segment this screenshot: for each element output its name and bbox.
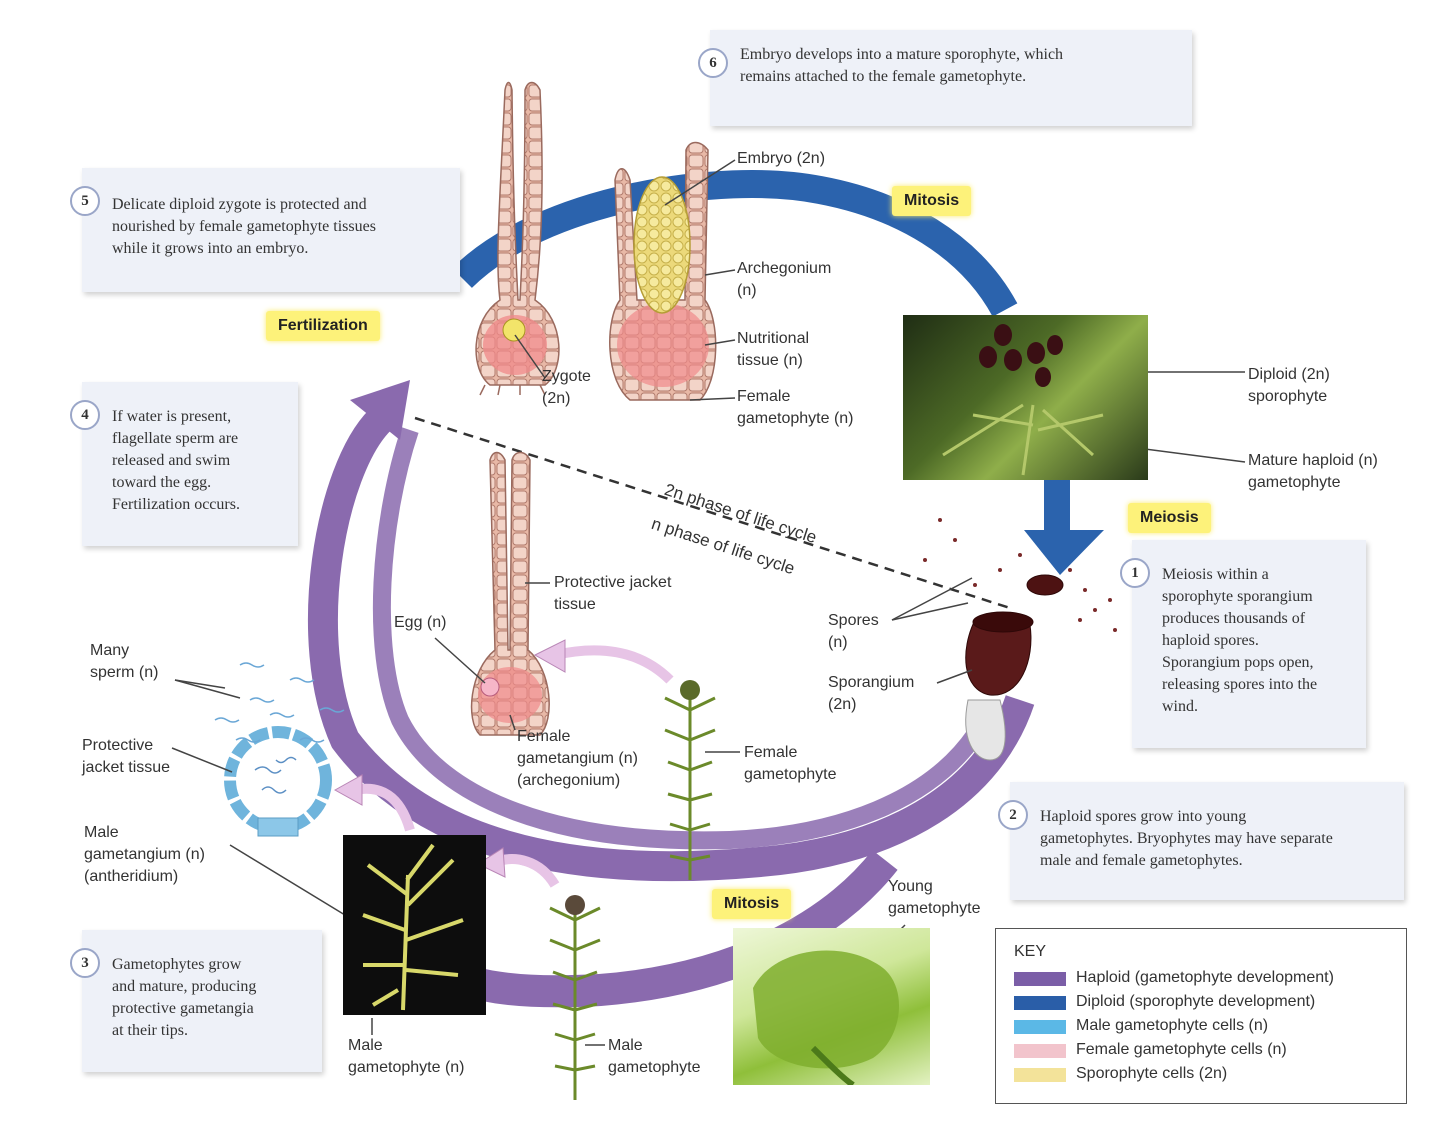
legend-title: KEY (1014, 943, 1047, 960)
spores-scatter (923, 518, 1117, 632)
protective-jacket-female-label: Protective jacket tissue (554, 574, 672, 613)
step-box-6: 6 Embryo develops into a mature sporophy… (698, 30, 1192, 126)
female-gametophyte-top-label: Female gametophyte (n) (737, 388, 854, 427)
female-gametophyte-mid-label: Female gametophyte (744, 744, 837, 783)
zygote-label: Zygote (2n) (542, 368, 591, 407)
female-gametangium-label: Female gametangium (n) (archegonium) (517, 728, 638, 789)
pink-arrow-female (553, 645, 674, 684)
many-sperm-label: Many sperm (n) (90, 642, 159, 681)
haploid-arrow-head (350, 380, 410, 440)
young-gametophyte-photo (733, 928, 930, 1085)
protective-jacket-male-label: Protective jacket tissue (82, 737, 171, 776)
step-text-3: Gametophytes grow and mature, producing … (112, 956, 257, 1039)
step-number-2: 2 (998, 800, 1028, 830)
step-number-4: 4 (70, 400, 100, 430)
archegonium-with-egg (470, 451, 550, 736)
diploid-arc (452, 169, 1018, 317)
step-box-1: 1 Meiosis within a sporophyte sporangium… (1120, 540, 1366, 748)
step-box-2: 2 Haploid spores grow into young gametop… (998, 782, 1404, 900)
legend-label: Haploid (gametophyte development) (1076, 969, 1334, 986)
female-gametophyte-plant (664, 680, 716, 880)
legend-key: KEY Haploid (gametophyte development) Di… (995, 928, 1407, 1104)
legend-swatch (1014, 1020, 1066, 1034)
archegonium-with-embryo (609, 141, 717, 401)
nutritional-tissue-label: Nutritional tissue (n) (737, 330, 810, 369)
legend-swatch (1014, 996, 1066, 1010)
meiosis-arrow-head (1024, 530, 1104, 575)
meiosis-label: Meiosis (1128, 503, 1211, 533)
diploid-sporophyte-label: Diploid (2n) sporophyte (1248, 366, 1330, 405)
step-number-3: 3 (70, 948, 100, 978)
embryo-label: Embryo (2n) (737, 150, 826, 167)
sporangium (965, 574, 1064, 761)
mature-sporophyte-photo (903, 315, 1148, 480)
legend-label: Female gametophyte cells (n) (1076, 1041, 1287, 1058)
legend-label: Diploid (sporophyte development) (1076, 993, 1316, 1010)
phase-divider (414, 416, 1011, 610)
step-text-5: Delicate diploid zygote is protected and… (112, 196, 376, 257)
legend-swatch (1014, 1044, 1066, 1058)
young-gametophyte-label: Young gametophyte (888, 878, 981, 917)
male-gametophyte-n-label: Male gametophyte (n) (348, 1037, 465, 1076)
legend-label: Male gametophyte cells (n) (1076, 1017, 1269, 1034)
step-number-1: 1 (1120, 558, 1150, 588)
male-gametophyte-label: Male gametophyte (608, 1037, 701, 1076)
mitosis-top-label: Mitosis (892, 186, 972, 216)
step-text-2: Haploid spores grow into young gametophy… (1040, 808, 1333, 869)
antheridium (224, 726, 332, 837)
legend-swatch (1014, 1068, 1066, 1082)
legend-label: Sporophyte cells (2n) (1076, 1065, 1228, 1082)
mature-haploid-gametophyte-label: Mature haploid (n) gametophyte (1248, 452, 1378, 491)
egg-label: Egg (n) (394, 614, 447, 631)
archegonium-label: Archegonium (n) (737, 260, 832, 299)
haploid-arc-inner (372, 427, 983, 850)
mitosis-bottom-label: Mitosis (712, 889, 792, 919)
step-box-3: 3 Gametophytes grow and mature, producin… (70, 930, 322, 1072)
sporangium-label: Sporangium (2n) (828, 674, 915, 713)
step-box-4: 4 If water is present, flagellate sperm … (70, 382, 298, 546)
step-box-5: 5 Delicate diploid zygote is protected a… (70, 168, 460, 292)
sperm-cluster (214, 662, 345, 743)
step-number-6: 6 (698, 48, 728, 78)
haploid-arc-outer (308, 409, 1035, 882)
step-text-1: Meiosis within a sporophyte sporangium p… (1162, 566, 1318, 715)
legend-swatch (1014, 972, 1066, 986)
step-number-5: 5 (70, 186, 100, 216)
male-gametophyte-plant (549, 895, 601, 1100)
spores-label: Spores (n) (828, 612, 879, 651)
male-gametangium-label: Male gametangium (n) (antheridium) (84, 824, 205, 885)
fertilization-label: Fertilization (266, 311, 380, 341)
step-text-4: If water is present, flagellate sperm ar… (112, 408, 240, 513)
male-gametophyte-photo (343, 835, 486, 1015)
archegonium-with-zygote (475, 81, 560, 396)
step-text-6: Embryo develops into a mature sporophyte… (740, 46, 1064, 85)
